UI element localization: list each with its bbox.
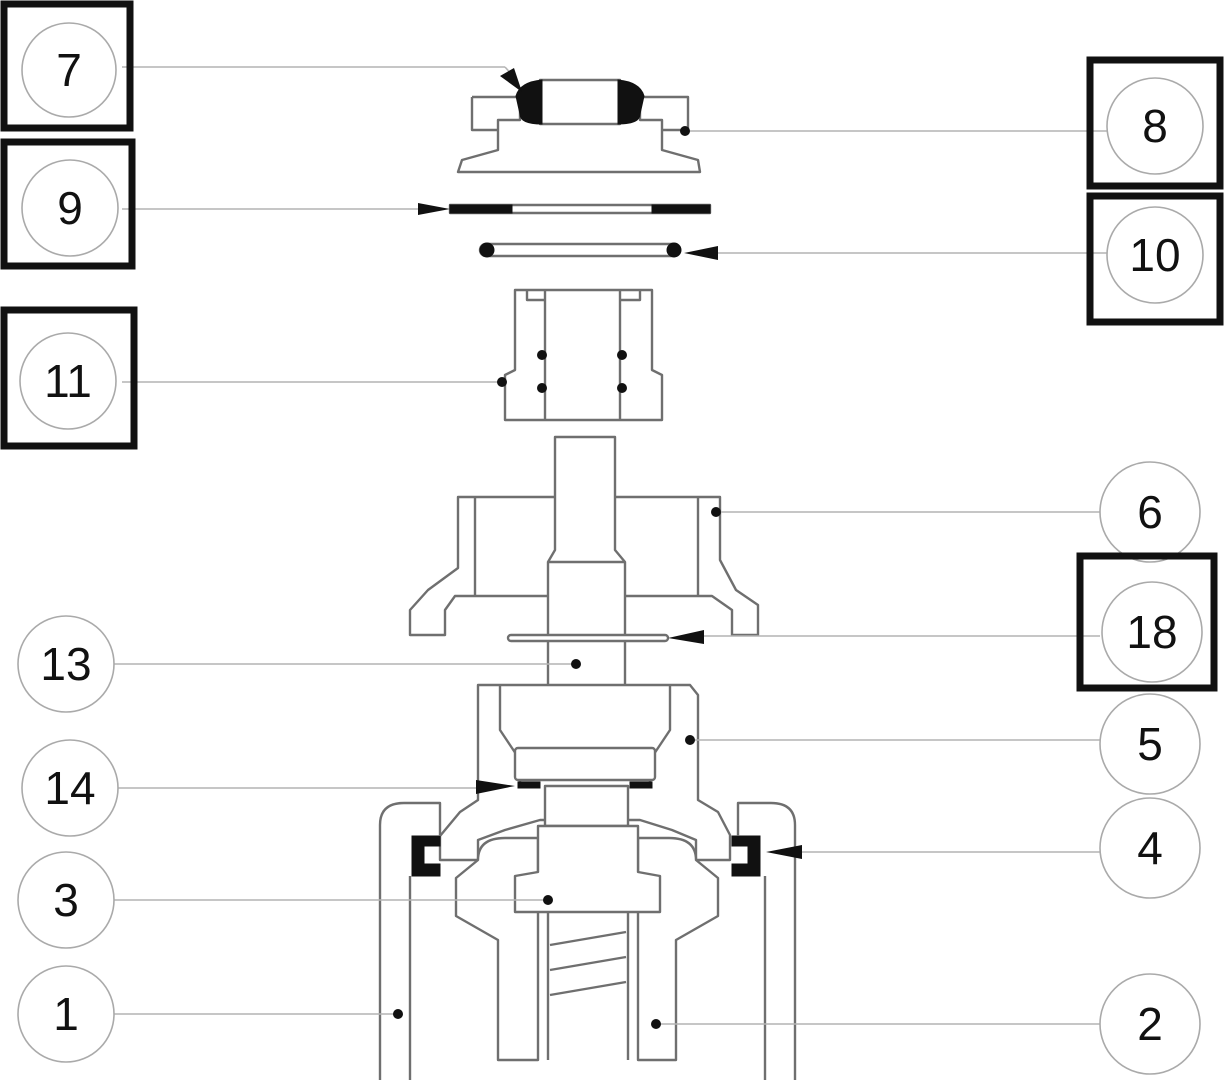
callout-11: 11 — [0, 306, 138, 450]
dot-3 — [543, 895, 553, 905]
dot-13 — [571, 659, 581, 669]
arrow-14 — [476, 780, 515, 794]
part-stem-seal-left — [517, 781, 541, 789]
callout-6-label: 6 — [1137, 486, 1163, 538]
arrow-18 — [668, 630, 704, 644]
callout-5: 5 — [1099, 693, 1201, 795]
callout-3-label: 3 — [53, 874, 79, 926]
part-stem-neck — [543, 784, 630, 828]
callout-6: 6 — [1099, 461, 1201, 563]
dot-11-c — [617, 350, 627, 360]
part-flat-washer — [448, 203, 712, 215]
callout-4: 4 — [1099, 797, 1201, 899]
leader-terminators — [393, 68, 802, 1029]
part-top-cap — [456, 78, 702, 174]
callout-10-label: 10 — [1129, 229, 1180, 281]
callout-10: 10 — [1086, 192, 1224, 326]
callout-18: 18 — [1076, 552, 1218, 692]
callout-14: 14 — [21, 739, 119, 837]
dot-1 — [393, 1009, 403, 1019]
part-o-ring — [478, 242, 682, 258]
callout-2: 2 — [1099, 973, 1201, 1075]
callout-14-label: 14 — [44, 762, 95, 814]
dot-11-b — [537, 350, 547, 360]
callout-13: 13 — [17, 615, 115, 713]
callout-8-label: 8 — [1142, 100, 1168, 152]
callout-4-label: 4 — [1137, 822, 1163, 874]
part-piston-spring — [513, 824, 662, 1060]
dot-6 — [711, 507, 721, 517]
callout-18-label: 18 — [1126, 606, 1177, 658]
callout-5-label: 5 — [1137, 718, 1163, 770]
callout-1: 1 — [17, 965, 115, 1063]
cartridge-parts — [378, 78, 797, 1080]
callout-7-label: 7 — [56, 44, 82, 96]
part-cap-seal-left — [515, 79, 543, 125]
part-ceramic-disc — [503, 288, 664, 422]
callout-3: 3 — [17, 851, 115, 949]
callout-11-label: 11 — [44, 355, 92, 407]
part-retaining-pin — [506, 633, 670, 643]
callout-2-label: 2 — [1137, 998, 1163, 1050]
callout-7: 7 — [0, 0, 134, 132]
dot-8 — [680, 126, 690, 136]
callout-9: 9 — [0, 138, 136, 270]
part-stem-seal-right — [629, 781, 653, 789]
dot-11-d — [537, 383, 547, 393]
dot-11-a — [497, 377, 507, 387]
part-body-seal-right — [731, 835, 761, 877]
part-cap-seal-right — [617, 79, 645, 125]
leader-lines — [114, 66, 1108, 1025]
part-body — [378, 801, 797, 1080]
arrow-10 — [684, 246, 718, 260]
part-housing — [438, 683, 732, 862]
dot-11-e — [617, 383, 627, 393]
callout-9-label: 9 — [57, 182, 83, 234]
callout-13-label: 13 — [40, 638, 91, 690]
dot-2 — [651, 1019, 661, 1029]
dot-5 — [685, 735, 695, 745]
arrow-9 — [418, 203, 450, 215]
arrow-7 — [500, 68, 522, 92]
callout-8: 8 — [1086, 56, 1224, 190]
arrow-4 — [766, 845, 802, 859]
part-body-seal-left — [411, 835, 441, 877]
callout-1-label: 1 — [53, 988, 79, 1040]
